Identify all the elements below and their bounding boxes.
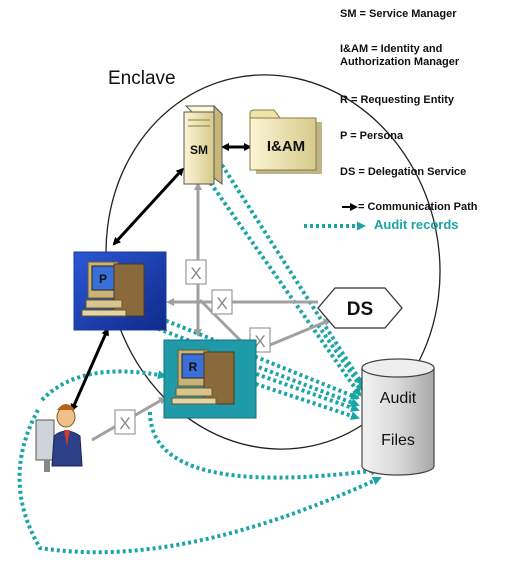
svg-text:X: X: [216, 294, 227, 313]
svg-text:X: X: [254, 332, 265, 351]
path-p-user: [70, 327, 109, 412]
persona-label: P: [99, 272, 107, 286]
audit-path-sm-1: [205, 176, 362, 397]
ds-label: DS: [347, 299, 373, 320]
audit-path-user-1: [40, 369, 167, 402]
svg-text:X: X: [119, 414, 130, 433]
audit-path-user-2: [17, 409, 382, 555]
sm-server-icon: SM: [183, 104, 224, 185]
blocked-markers: X X X X: [114, 259, 271, 435]
audit-path-r-1: [244, 368, 360, 412]
audit-files-label-1: Audit: [380, 390, 417, 407]
x-marker-user-r: X: [114, 409, 136, 435]
user-icon: [35, 404, 83, 472]
x-marker-sm-r: X: [185, 259, 207, 285]
audit-path-r-3: [148, 411, 380, 480]
delegation-service-node: DS: [317, 287, 403, 329]
requesting-entity-computer-icon: R: [163, 339, 257, 419]
sm-label: SM: [190, 143, 208, 157]
legend-r: R = Requesting Entity: [340, 94, 454, 106]
legend-audit-records: Audit records: [374, 217, 459, 232]
iam-label: I&AM: [267, 138, 305, 155]
audit-path-ds: [316, 323, 365, 392]
audit-path-sm-2: [220, 163, 365, 387]
audit-files-label-2: Files: [381, 432, 415, 449]
svg-text:X: X: [190, 264, 201, 283]
audit-files-cylinder-icon: Audit Files: [361, 358, 435, 476]
communication-paths: [70, 143, 252, 412]
persona-computer-icon: P: [73, 251, 167, 331]
audit-path-r-2: [249, 380, 360, 421]
enclave-label: Enclave: [108, 68, 176, 89]
iam-folder-icon: I&AM: [249, 109, 322, 174]
x-marker-p-ds: X: [211, 289, 233, 315]
legend-comm: = Communication Path: [358, 201, 478, 213]
legend-sm: SM = Service Manager: [340, 8, 457, 20]
path-sm-p: [112, 167, 185, 246]
legend-ds: DS = Delegation Service: [340, 166, 467, 178]
legend-iam-line1: I&AM = Identity and: [340, 43, 443, 55]
path-p-xr: [198, 298, 244, 344]
requesting-entity-label: R: [189, 360, 198, 374]
audit-record-paths: [17, 163, 382, 555]
legend-p: P = Persona: [340, 130, 404, 142]
legend-iam-line2: Authorization Manager: [340, 56, 460, 68]
